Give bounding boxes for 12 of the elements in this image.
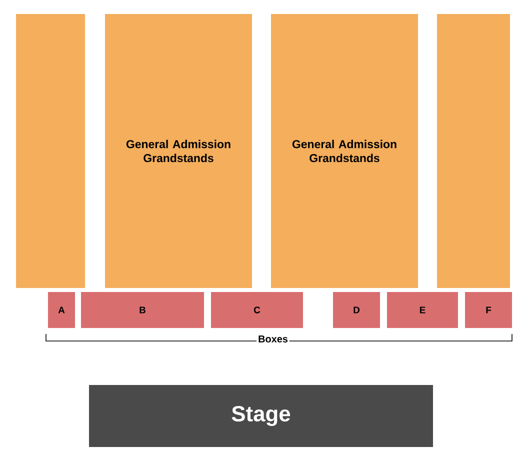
box-section: E (387, 292, 458, 328)
grandstand-section (16, 14, 85, 288)
box-section: A (48, 292, 75, 328)
grandstand-section: General Admission Grandstands (271, 14, 418, 288)
stage: Stage (89, 384, 433, 447)
grandstand-section: General Admission Grandstands (105, 14, 252, 288)
box-section: B (81, 292, 204, 328)
box-section: C (211, 292, 303, 328)
box-section: D (333, 292, 380, 328)
grandstand-section (437, 14, 510, 288)
bracket-label: Boxes (256, 334, 290, 344)
box-section: F (465, 292, 512, 328)
